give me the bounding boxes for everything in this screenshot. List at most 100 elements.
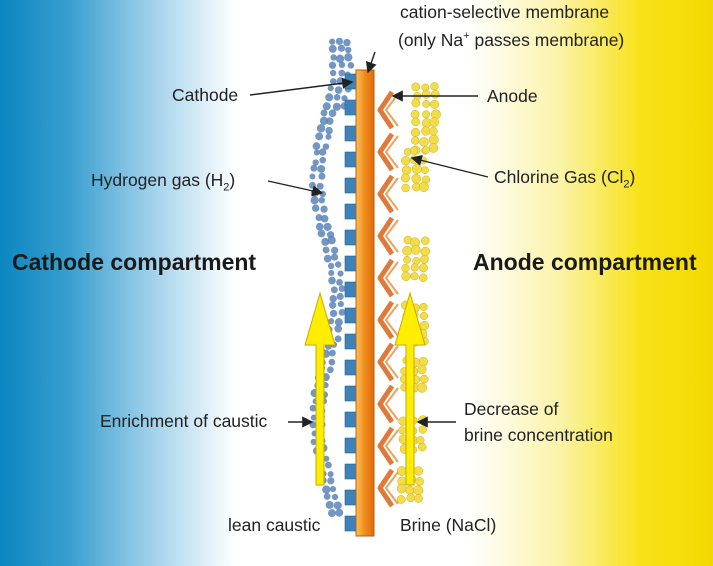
chlorine-bubble (418, 442, 427, 452)
hydrogen-bubble (312, 142, 321, 150)
chlorine-bubble (421, 236, 430, 245)
anode-chevron-highlight (384, 303, 399, 337)
hydrogen-bubble (319, 148, 327, 156)
cathode-block (344, 359, 357, 376)
hydrogen-bubble (320, 109, 328, 117)
hydrogen-bubble (318, 172, 326, 180)
chlorine-bubble (401, 263, 410, 273)
hydrogen-bubble (338, 285, 346, 292)
cation-membrane (355, 69, 375, 537)
anode-chevron-highlight (384, 429, 399, 463)
chlorine-bubble (421, 126, 431, 136)
cathode-block (344, 411, 357, 428)
hydrogen-bubble (331, 493, 339, 501)
chlorine-bubble (420, 246, 430, 257)
hydrogen-bubble (319, 190, 327, 198)
hydrogen-bubble (325, 500, 334, 509)
hydrogen-bubble (309, 404, 317, 412)
chlorine-bubble (396, 466, 407, 476)
hydrogen-bubble (322, 485, 331, 494)
cathode-block (344, 255, 357, 272)
anode-chevron-highlight (384, 135, 399, 169)
chlorine-bubble (419, 311, 428, 321)
anode-chevron-highlight (384, 177, 399, 211)
hydrogen-bubble (328, 109, 337, 118)
chlorine-bubble (428, 127, 438, 136)
anode-chevron (377, 426, 395, 466)
chlorine-bubble (422, 100, 431, 108)
chlorine-bubble (409, 146, 419, 155)
anode-chevron (377, 258, 395, 298)
hydrogen-bubble (337, 44, 346, 52)
membrane-label-line1: cation-selective membrane (400, 2, 610, 22)
hydrogen-bubble (327, 236, 336, 245)
hydrogen-bubble (328, 61, 337, 69)
anode-chevron-highlight (384, 471, 399, 505)
hydrogen-bubble (326, 366, 334, 374)
cathode-block (344, 151, 357, 168)
hydrogen-bubble (322, 102, 331, 111)
hydrogen-bubble (338, 308, 346, 316)
anode-chevron (377, 132, 395, 172)
cathode-block (344, 463, 357, 480)
hydrogen-bubble (336, 292, 344, 301)
anode-compartment-label: Anode compartment (473, 249, 697, 275)
chlorine-bubble (402, 245, 412, 256)
cathode-pointer (249, 77, 354, 96)
membrane-label-line2: (only Na+ passes membrane) (398, 29, 625, 50)
hydrogen-bubble (329, 485, 337, 493)
hydrogen-bubble (323, 222, 332, 231)
anode-chevron (377, 384, 395, 424)
chlorine-bubble (403, 255, 411, 264)
anode-label: Anode (487, 86, 538, 106)
chlorine-bubble (401, 271, 411, 281)
hydrogen-bubble (310, 438, 317, 445)
chlorine-bubble (419, 321, 429, 331)
hydrogen-bubble (328, 358, 336, 366)
cathode-block (344, 229, 357, 246)
chlorine-bubble (405, 485, 415, 495)
anode-chevron-highlight (384, 219, 399, 253)
hydrogen-bubble (335, 37, 344, 45)
chlorine-bubble (419, 273, 428, 283)
hydrogen-bubble (315, 132, 324, 141)
hydrogen-bubble (329, 349, 336, 357)
anode-chevron-highlight (384, 345, 399, 379)
hydrogen-bubble (329, 295, 337, 303)
hydrogen-bubble (327, 85, 334, 92)
cathode-block (344, 515, 357, 532)
hydrogen-bubble (327, 477, 335, 485)
chlorine-bubble (429, 99, 440, 109)
hydrogen-bubble (325, 133, 332, 140)
hydrogen-bubble (334, 261, 342, 268)
anode-chevron (377, 174, 395, 214)
anode-chevron (377, 468, 395, 508)
cathode-block (344, 489, 357, 506)
hydrogen-bubble (325, 93, 334, 102)
chlorine-bubble (428, 134, 439, 145)
hydrogen-bubble (309, 173, 316, 180)
hydrogen-bubble (323, 254, 332, 263)
hydrogen-bubble (329, 38, 336, 45)
hydrogen-bubble (333, 94, 341, 101)
hydrogen-bubble (329, 309, 338, 318)
anode-chevron (377, 300, 395, 340)
chlorine-bubble (428, 143, 439, 153)
chlorine-bubble (429, 117, 440, 127)
chlorine-bubble (420, 255, 429, 264)
hydrogen-bubble (310, 196, 319, 205)
cathode-block (344, 125, 357, 142)
hydrogen-bubble (328, 318, 335, 325)
hydrogen-bubble (320, 205, 328, 213)
cathode-electrode (344, 73, 357, 532)
decrease-label-line2: brine concentration (464, 425, 613, 445)
hydrogen-bubble (334, 86, 343, 94)
hydrogen-bubble (319, 156, 327, 164)
hydrogen-bubble (328, 269, 335, 276)
hydrogen-bubble (335, 508, 344, 517)
hydrogen-bubble (347, 62, 355, 69)
enrichment-label: Enrichment of caustic (100, 411, 268, 431)
hydrogen-bubble (320, 214, 329, 223)
hydrogen-bubble (345, 46, 352, 54)
